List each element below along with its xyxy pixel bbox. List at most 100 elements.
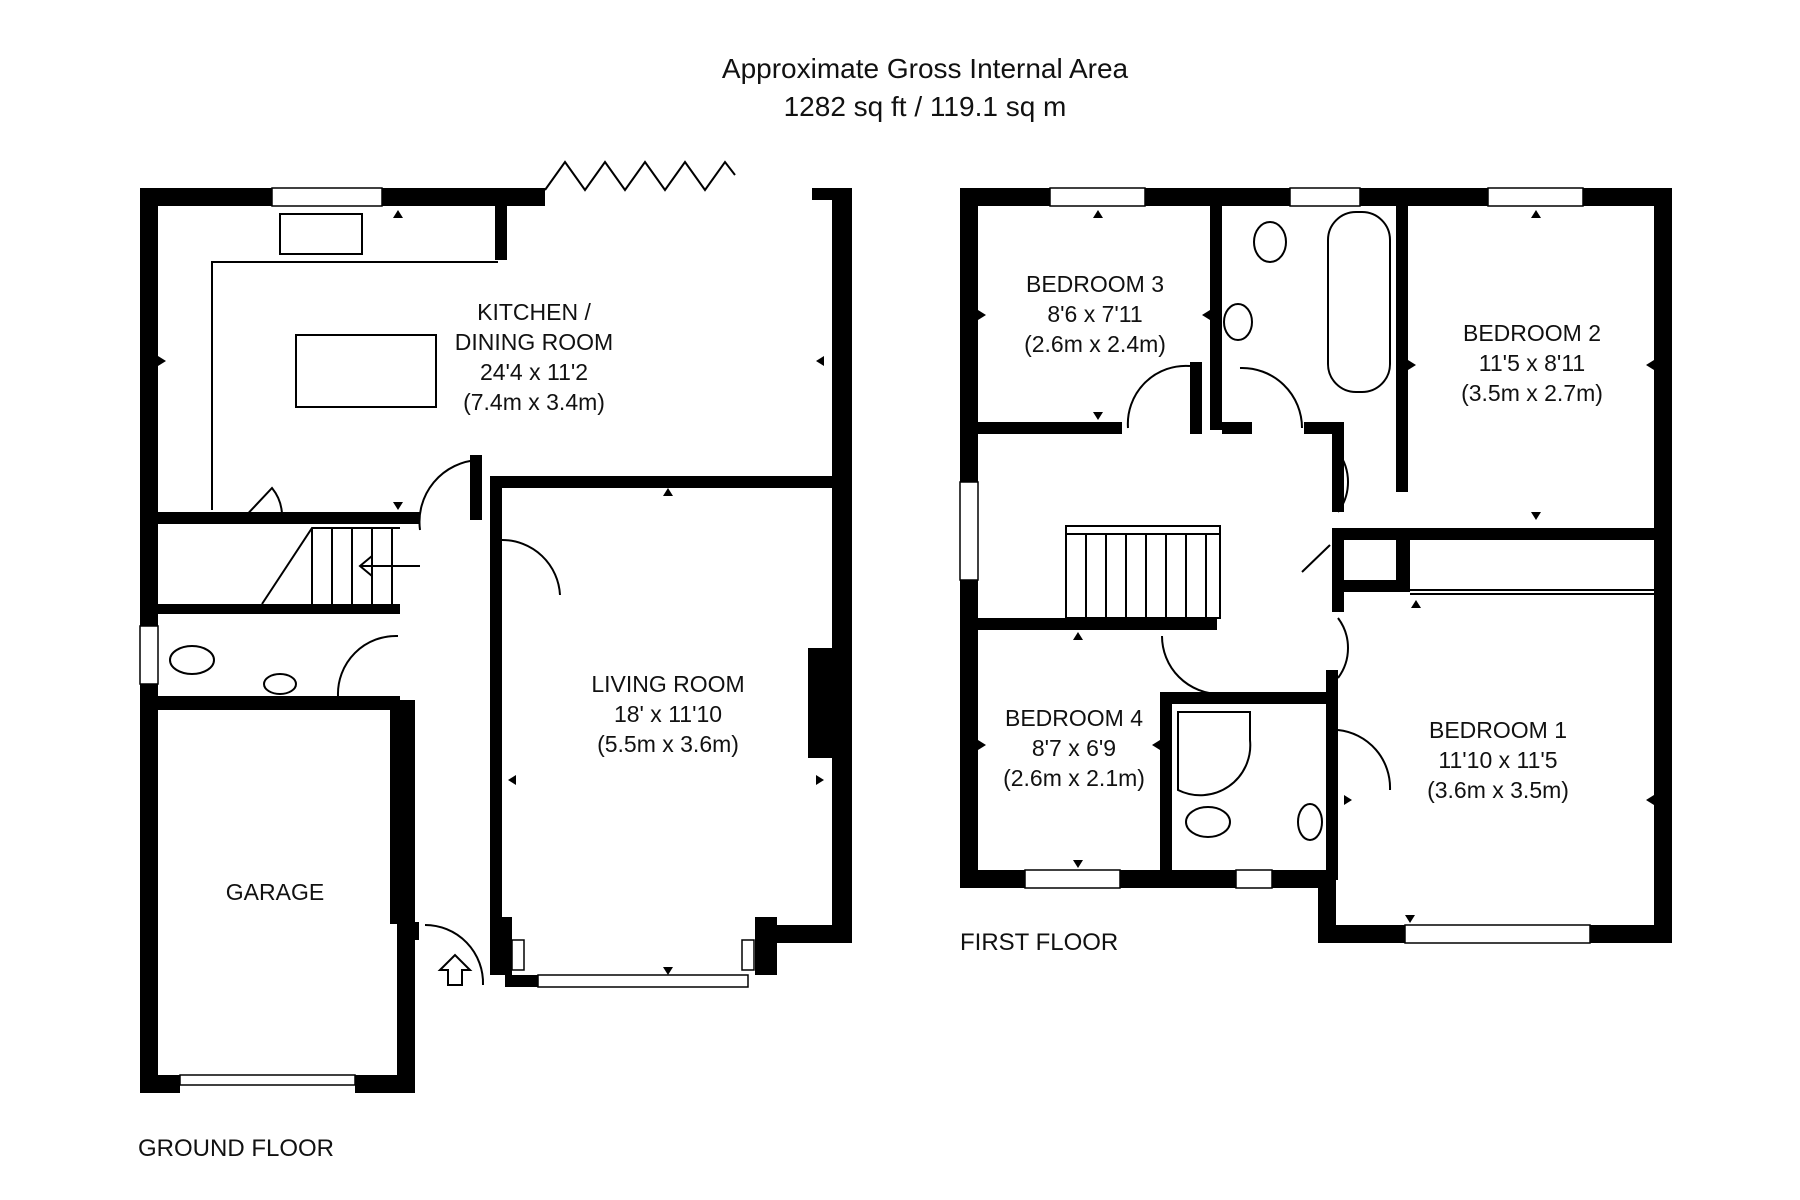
room-name: DINING ROOM	[455, 329, 613, 355]
first-floor: BEDROOM 3 8'6 x 7'11 (2.6m x 2.4m) BEDRO…	[959, 187, 1672, 956]
wall	[972, 422, 1122, 434]
wall	[1396, 533, 1410, 589]
wall	[155, 512, 420, 524]
plan-area: 1282 sq ft / 119.1 sq m	[784, 91, 1067, 122]
room-name: BEDROOM 3	[1026, 271, 1164, 297]
wall	[1332, 592, 1344, 612]
wall	[1332, 528, 1662, 540]
wall	[490, 917, 512, 975]
wall	[1190, 362, 1202, 434]
bathroom-window	[1289, 187, 1361, 207]
wall	[397, 922, 419, 940]
room-size-metric: (2.6m x 2.4m)	[1024, 331, 1166, 357]
front-door-swing	[424, 924, 485, 986]
room-name: GARAGE	[226, 879, 324, 905]
wall	[1654, 188, 1672, 943]
sink-icon	[279, 213, 363, 255]
shower-icon	[1177, 711, 1252, 797]
room-size-imperial: 8'6 x 7'11	[1047, 301, 1142, 327]
door-swing	[1337, 729, 1392, 791]
entrance-arrow-icon	[437, 953, 473, 986]
door-swing	[501, 538, 561, 596]
room-size-metric: (3.5m x 2.7m)	[1461, 380, 1603, 406]
landing-window	[959, 481, 979, 581]
bedroom-1-window	[1404, 924, 1591, 944]
stairs	[261, 527, 420, 605]
wc-window	[139, 625, 159, 685]
bedroom-3-window	[1049, 187, 1146, 207]
room-size-metric: (7.4m x 3.4m)	[463, 389, 605, 415]
door-swing	[1301, 544, 1331, 573]
basin-icon	[1297, 803, 1323, 841]
door-swing	[336, 634, 399, 697]
chimney-breast	[808, 648, 840, 758]
door-swing	[1161, 635, 1221, 695]
basin-icon	[1223, 303, 1253, 341]
stairs	[1065, 525, 1221, 619]
wall	[155, 696, 400, 710]
room-name: LIVING ROOM	[591, 671, 744, 697]
bay-window	[741, 939, 755, 971]
door-swing	[1126, 364, 1191, 429]
wall	[1304, 422, 1334, 434]
plan-title: Approximate Gross Internal Area	[722, 53, 1129, 84]
living-room-window	[537, 974, 749, 988]
door-swing	[1337, 451, 1349, 513]
room-size-imperial: 11'10 x 11'5	[1438, 747, 1557, 773]
wall	[755, 925, 852, 943]
bedroom-4-window	[1024, 869, 1121, 889]
bath-icon	[1327, 211, 1391, 393]
floor-label: FIRST FLOOR	[960, 929, 1118, 956]
door-swing	[1239, 366, 1303, 429]
room-name: KITCHEN /	[477, 299, 591, 325]
wall	[495, 200, 507, 260]
room-name: BEDROOM 1	[1429, 717, 1567, 743]
floor-label: GROUND FLOOR	[138, 1135, 334, 1162]
wall	[140, 1075, 180, 1093]
wall	[155, 604, 400, 614]
wall	[390, 704, 402, 924]
wall	[1160, 692, 1172, 872]
wall	[1332, 422, 1344, 512]
room-name: BEDROOM 2	[1463, 320, 1601, 346]
garage-door	[179, 1074, 356, 1086]
door-swing	[1337, 617, 1349, 679]
toilet-icon	[169, 645, 215, 675]
toilet-icon	[1185, 806, 1231, 838]
room-size-metric: (5.5m x 3.6m)	[597, 731, 739, 757]
room-size-imperial: 8'7 x 6'9	[1032, 735, 1116, 761]
wall	[812, 188, 852, 200]
kitchen-counter	[211, 261, 498, 510]
basin-icon	[263, 673, 297, 695]
kitchen-island	[295, 334, 437, 408]
kitchen-window	[271, 187, 383, 207]
wall	[1396, 200, 1408, 445]
wall	[1210, 200, 1222, 430]
wall	[972, 618, 1217, 630]
bay-window	[511, 939, 525, 971]
room-size-metric: (2.6m x 2.1m)	[1003, 765, 1145, 791]
shower-room-window	[1235, 869, 1273, 889]
room-size-imperial: 24'4 x 11'2	[480, 359, 588, 385]
wall	[1332, 528, 1344, 590]
wall	[1318, 870, 1336, 943]
room-size-imperial: 18' x 11'10	[614, 701, 722, 727]
door-swing	[239, 486, 284, 523]
wall	[1222, 422, 1252, 434]
door-swing	[418, 459, 479, 531]
wall	[1332, 580, 1410, 592]
room-size-imperial: 11'5 x 8'11	[1479, 350, 1585, 376]
wall	[1160, 692, 1336, 704]
wall	[1326, 670, 1338, 880]
wall	[470, 455, 482, 520]
bedroom-2-window	[1487, 187, 1584, 207]
room-size-metric: (3.6m x 3.5m)	[1427, 777, 1569, 803]
bifold-door	[544, 160, 736, 192]
room-name: BEDROOM 4	[1005, 705, 1143, 731]
wall	[490, 476, 502, 928]
wall	[490, 476, 852, 488]
wall	[832, 188, 852, 943]
wall	[1396, 422, 1408, 492]
toilet-icon	[1253, 221, 1287, 263]
